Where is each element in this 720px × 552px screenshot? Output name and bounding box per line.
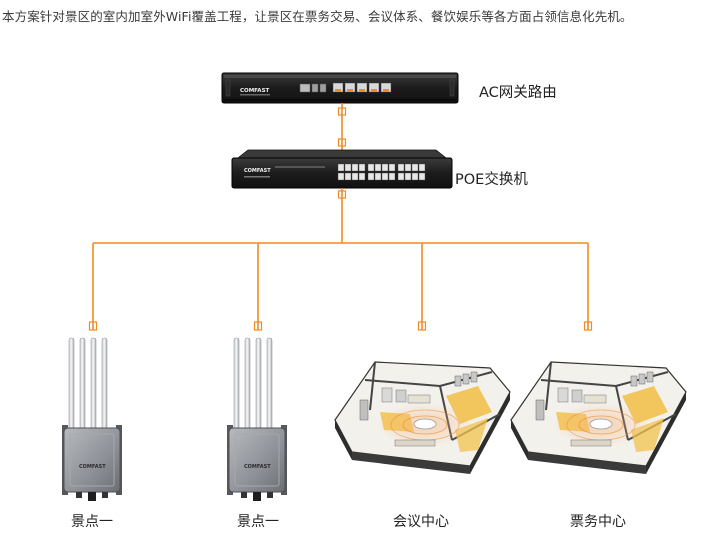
switch-port [351,172,359,181]
router-label: AC网关路由 [479,85,557,101]
switch-port [411,172,419,181]
switch-port [344,163,352,172]
endpoint-label-3: 会议中心 [393,514,449,530]
router-brand-logo: COMFAST [240,88,270,94]
switch-port [337,163,345,172]
switch-label: POE交换机 [455,172,528,188]
switch-port [358,163,366,172]
switch-port [374,172,382,181]
switch-port [367,163,375,172]
switch-port [411,163,419,172]
poe-switch-device: COMFAST [231,149,453,189]
switch-port [358,172,366,181]
switch-port [418,172,426,181]
outdoor-ap-1: COMFAST [62,337,122,501]
switch-port [397,163,405,172]
switch-port [404,172,412,181]
endpoint-label-1: 景点一 [71,514,113,530]
switch-port [381,163,389,172]
switch-port [374,163,382,172]
ap-brand-logo: COMFAST [79,464,106,470]
router-device: COMFAST [221,72,459,104]
indoor-room-conference [334,361,511,474]
switch-port [351,163,359,172]
switch-port [367,172,375,181]
ap-brand-logo: COMFAST [244,464,271,470]
switch-port [337,172,345,181]
switch-port [397,172,405,181]
distribution-bus [88,242,593,331]
indoor-room-ticket [510,361,687,474]
switch-port [381,172,389,181]
switch-port [388,172,396,181]
uplink-cable [337,103,347,150]
switch-brand-logo: COMFAST [244,168,271,174]
outdoor-ap-2: COMFAST [227,337,287,501]
switch-port [388,163,396,172]
endpoint-label-4: 票务中心 [570,514,626,530]
endpoint-label-2: 景点一 [237,514,279,530]
switch-port [418,163,426,172]
switch-port [344,172,352,181]
intro-text: 本方案针对景区的室内加室外WiFi覆盖工程，让景区在票务交易、会议体系、餐饮娱乐… [2,9,633,24]
switch-port [404,163,412,172]
trunk-cable [337,188,347,243]
